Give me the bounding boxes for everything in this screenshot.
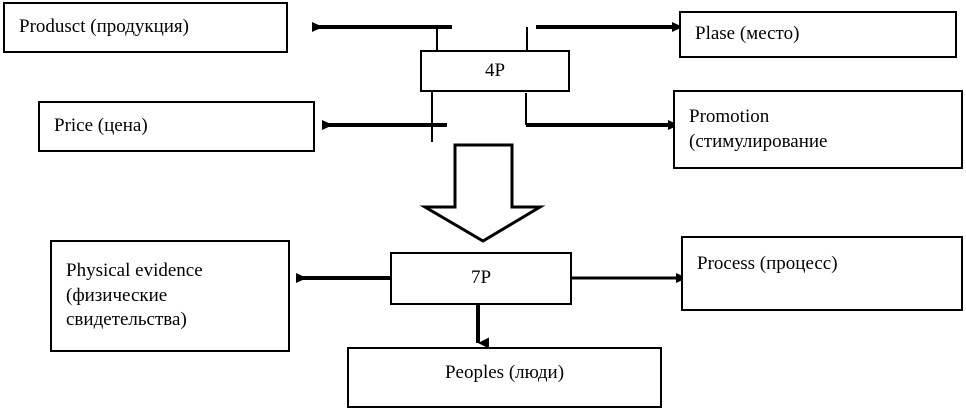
hub-4p[interactable]: 4P (420, 50, 570, 92)
box-peoples-label: Peoples (люди) (444, 362, 565, 384)
wire-4p-to-7p-block-arrow (419, 143, 546, 243)
box-plase[interactable]: Plase (место) (679, 11, 957, 58)
box-physical-evidence-label-line2: (физические (66, 284, 168, 306)
box-produsct-label: Produsct (продукция) (19, 16, 189, 38)
box-physical-evidence-label-line3: свидетельства) (66, 309, 187, 331)
box-peoples[interactable]: Peoples (люди) (347, 347, 662, 408)
box-physical-evidence-label-line1: Physical evidence (66, 259, 203, 281)
box-price[interactable]: Price (цена) (38, 101, 315, 152)
hub-4p-label: 4P (484, 59, 506, 81)
hub-7p-label: 7P (470, 267, 492, 289)
box-promotion-label-line1: Promotion (689, 105, 770, 127)
box-process-label: Process (процесс) (697, 253, 838, 275)
box-produsct[interactable]: Produsct (продукция) (3, 2, 288, 53)
box-promotion-label-line2: (стимулирование (689, 130, 828, 152)
box-promotion[interactable]: Promotion (стимулирование (673, 90, 963, 169)
box-price-label: Price (цена) (54, 115, 148, 137)
box-physical-evidence[interactable]: Physical evidence (физические свидетельс… (50, 240, 290, 352)
box-process[interactable]: Process (процесс) (681, 236, 963, 311)
hub-7p[interactable]: 7P (390, 252, 572, 305)
box-plase-label: Plase (место) (695, 23, 800, 45)
